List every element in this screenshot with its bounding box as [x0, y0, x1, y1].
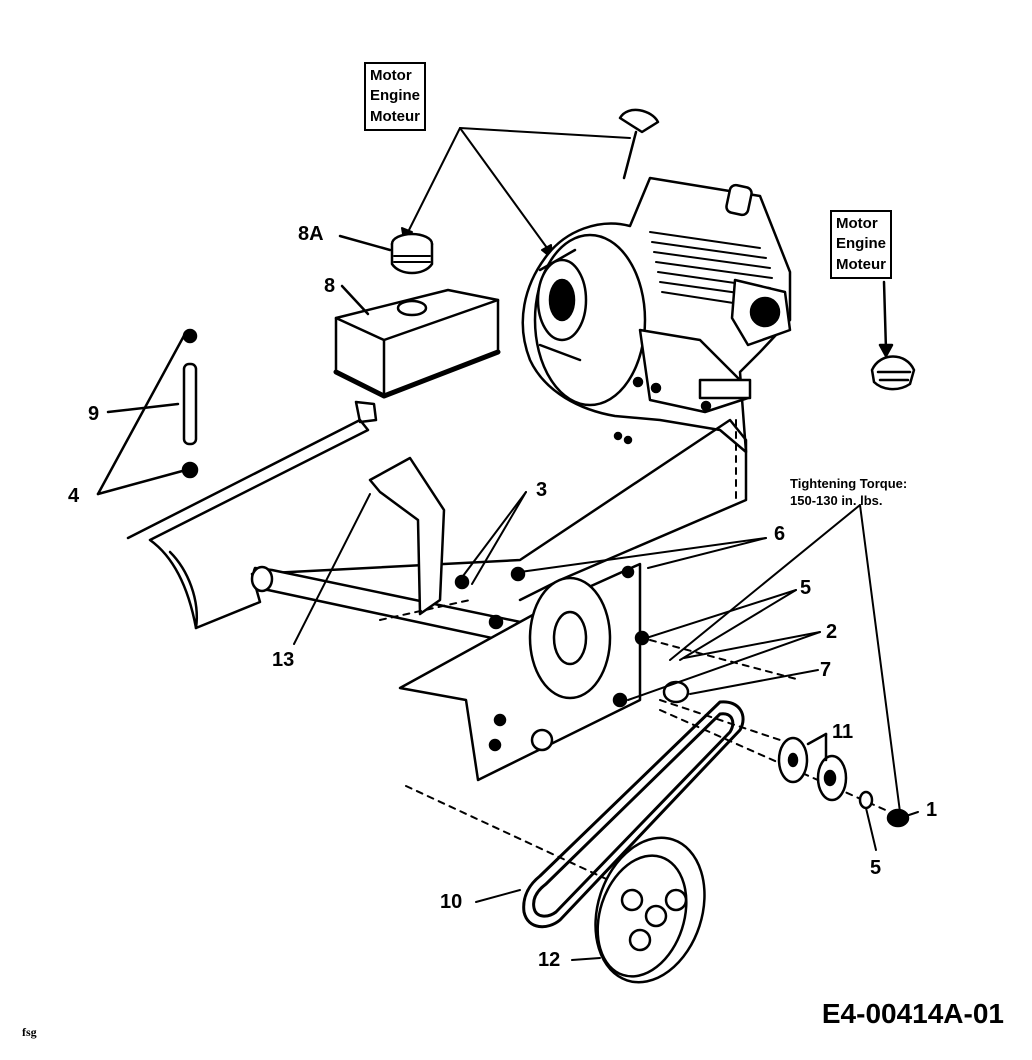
callout-1: 1 [926, 799, 938, 821]
fuel-cap [338, 232, 434, 275]
alignment-lines [379, 419, 891, 891]
engine-label-right: Motor Engine Moteur [830, 210, 893, 279]
callout-5-upper: 5 [800, 577, 812, 599]
frame [126, 418, 748, 782]
drawing-id: E4-00414A-01 [821, 998, 1004, 1029]
dipstick [618, 108, 660, 180]
engine-part-right [870, 280, 916, 391]
footnote: fsg [22, 1025, 37, 1039]
callout-7: 7 [820, 659, 832, 681]
callout-8a: 8A [298, 223, 324, 245]
fuel-tank [333, 284, 501, 424]
engine-label-right-line-2: Engine [836, 235, 887, 253]
callout-12: 12 [538, 949, 561, 971]
callout-6: 6 [774, 523, 786, 545]
engine-label-top: Motor Engine Moteur [364, 62, 427, 131]
callout-5-lower: 5 [870, 857, 882, 879]
engine-label-right-line-3: Moteur [836, 255, 886, 273]
fuel-line [96, 328, 199, 496]
engine [521, 176, 792, 454]
callout-leaders [293, 491, 919, 961]
torque-note-line-2: 150-130 in. lbs. [790, 492, 883, 508]
torque-note: Tightening Torque: 150-130 in. lbs. [790, 476, 907, 510]
torque-note-line-1: Tightening Torque: [790, 476, 908, 491]
engine-label-top-line-2: Engine [370, 87, 421, 105]
callout-9: 9 [88, 403, 100, 425]
callout-13: 13 [272, 649, 295, 671]
engine-label-top-line-3: Moteur [370, 107, 420, 125]
drive-belt [522, 700, 745, 929]
pulley-hardware [662, 680, 910, 828]
callout-2: 2 [826, 621, 838, 643]
drive-pulley [594, 836, 706, 984]
callout-8: 8 [324, 275, 336, 297]
callout-4: 4 [68, 485, 80, 507]
callout-3: 3 [536, 479, 548, 501]
engine-label-top-line-1: Motor [370, 67, 412, 84]
callout-10: 10 [440, 891, 463, 913]
callout-11: 11 [832, 721, 854, 743]
engine-label-right-line-1: Motor [836, 215, 878, 232]
